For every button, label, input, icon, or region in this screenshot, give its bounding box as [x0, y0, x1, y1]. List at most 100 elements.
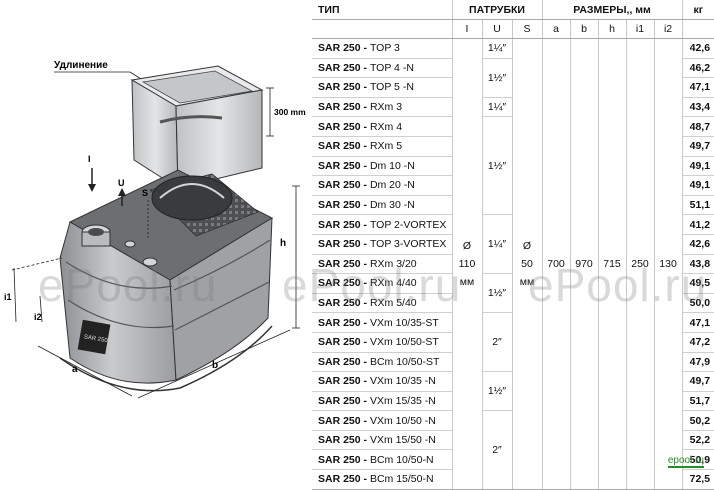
- table-row: SAR 250 - RXm 4 1½″ 48,7: [312, 116, 714, 216]
- model-cell: SAR 250 - VXm 15/35 -N: [312, 391, 452, 412]
- model-series: SAR 250 -: [318, 394, 370, 407]
- dim-b-line: [137, 329, 291, 399]
- model-cell: SAR 250 - TOP 5 -N: [312, 77, 452, 98]
- sub-header-S: S: [511, 19, 543, 39]
- model-series: SAR 250 -: [318, 316, 370, 329]
- model-series: SAR 250 -: [318, 257, 370, 270]
- nozzle-U-cell: 2″: [481, 312, 512, 373]
- weight-cell: 48,7: [681, 116, 714, 137]
- site-logo[interactable]: epool.ru: [667, 455, 704, 468]
- model-series: SAR 250 -: [318, 434, 370, 447]
- model-series: SAR 250 -: [318, 218, 370, 231]
- weight-cell: 41,2: [681, 214, 714, 235]
- model-name: BCm 10/50-ST: [369, 355, 440, 368]
- model-series: SAR 250 -: [318, 199, 370, 212]
- model-name: Dm 30 -N: [369, 199, 415, 212]
- dim-i1-label: i1: [4, 292, 12, 302]
- model-cell: SAR 250 - TOP 2-VORTEX: [312, 214, 452, 235]
- model-series: SAR 250 -: [318, 336, 370, 349]
- model-cell: SAR 250 - RXm 3: [312, 97, 452, 118]
- weight-cell: 47,9: [681, 352, 714, 373]
- header-kg: кг: [681, 0, 714, 20]
- sub-header-U: U: [481, 19, 512, 39]
- table-row: SAR 250 - TOP 5 -N 47,1: [312, 77, 714, 98]
- model-series: SAR 250 -: [318, 42, 370, 55]
- size-i1-cell: 250: [625, 38, 655, 490]
- weight-cell: 50,0: [681, 293, 714, 314]
- weight-cell: 43,4: [681, 97, 714, 118]
- size-a-cell: 700: [541, 38, 571, 490]
- nozzle-U-cell: 1¼″: [481, 214, 512, 275]
- model-cell: SAR 250 - BCm 15/50-N: [312, 469, 452, 490]
- nozzle-I-unit: мм: [459, 275, 475, 288]
- model-series: SAR 250 -: [318, 473, 370, 486]
- model-name: TOP 2-VORTEX: [369, 218, 447, 231]
- table-row: SAR 250 - TOP 2-VORTEX 1¼″ 41,2: [312, 214, 714, 275]
- weight-cell: 46,2: [681, 58, 714, 79]
- table-row: SAR 250 - RXm 5 49,7: [312, 136, 714, 157]
- nozzle-I-symbol: Ø: [462, 239, 472, 252]
- weight-cell: 47,1: [681, 77, 714, 98]
- model-name: RXm 4/40: [369, 277, 417, 290]
- weight-cell: 50,2: [681, 410, 714, 431]
- model-series: SAR 250 -: [318, 355, 370, 368]
- weight-cell: 49,1: [681, 156, 714, 177]
- model-name: TOP 5 -N: [369, 81, 414, 94]
- nozzle-S-value: 50: [521, 257, 533, 270]
- table-row: SAR 250 - BCm 10/50-ST 47,9: [312, 352, 714, 373]
- weight-cell: 47,1: [681, 312, 714, 333]
- sub-header-i2: i2: [653, 19, 683, 39]
- model-series: SAR 250 -: [318, 375, 370, 388]
- model-cell: SAR 250 - BCm 10/50-ST: [312, 352, 452, 373]
- nozzle-I-cell: Ø 110 мм: [451, 38, 482, 490]
- model-series: SAR 250 -: [318, 140, 370, 153]
- model-name: VXm 10/35 -N: [369, 375, 436, 388]
- model-series: SAR 250 -: [318, 179, 370, 192]
- header-type: ТИП: [312, 0, 452, 20]
- model-cell: SAR 250 - RXm 4: [312, 116, 452, 137]
- sub-header-i1: i1: [625, 19, 655, 39]
- model-name: TOP 3: [369, 42, 400, 55]
- model-series: SAR 250 -: [318, 159, 370, 172]
- size-h-cell: 715: [597, 38, 627, 490]
- model-name: RXm 3: [369, 101, 403, 114]
- model-name: BCm 15/50-N: [369, 473, 434, 486]
- weight-cell: 49,7: [681, 136, 714, 157]
- weight-cell: 72,5: [681, 469, 714, 490]
- header-nozzles: ПАТРУБКИ: [451, 0, 543, 20]
- model-cell: SAR 250 - TOP 3: [312, 38, 452, 59]
- model-name: RXm 5: [369, 140, 403, 153]
- model-series: SAR 250 -: [318, 81, 370, 94]
- weight-cell: 43,8: [681, 254, 714, 275]
- weight-cell: 42,6: [681, 38, 714, 59]
- nozzle-U-cell: 1½″: [481, 116, 512, 216]
- weight-cell: 49,5: [681, 273, 714, 294]
- model-series: SAR 250 -: [318, 61, 370, 74]
- model-cell: SAR 250 - Dm 30 -N: [312, 195, 452, 216]
- size-b-cell: 970: [569, 38, 599, 490]
- model-name: Dm 10 -N: [369, 159, 415, 172]
- weight-cell: 49,1: [681, 175, 714, 196]
- tank-body: SAR 250: [59, 169, 274, 392]
- pipe-I-label: I: [88, 154, 91, 164]
- nozzle-I-value: 110: [458, 257, 476, 270]
- model-name: VXm 15/50 -N: [369, 434, 436, 447]
- model-cell: SAR 250 - VXm 10/35 -N: [312, 371, 452, 392]
- model-name: RXm 3/20: [369, 257, 417, 270]
- nozzle-U-cell: 1¼″: [481, 38, 512, 59]
- model-name: RXm 5/40: [369, 297, 417, 310]
- nozzle-U-cell: 1½″: [481, 371, 512, 412]
- model-name: RXm 4: [369, 120, 403, 133]
- model-cell: SAR 250 - RXm 5/40: [312, 293, 452, 314]
- weight-cell: 50,9: [681, 449, 714, 471]
- dim-a-line: [37, 345, 133, 397]
- sub-header-I: I: [451, 19, 482, 39]
